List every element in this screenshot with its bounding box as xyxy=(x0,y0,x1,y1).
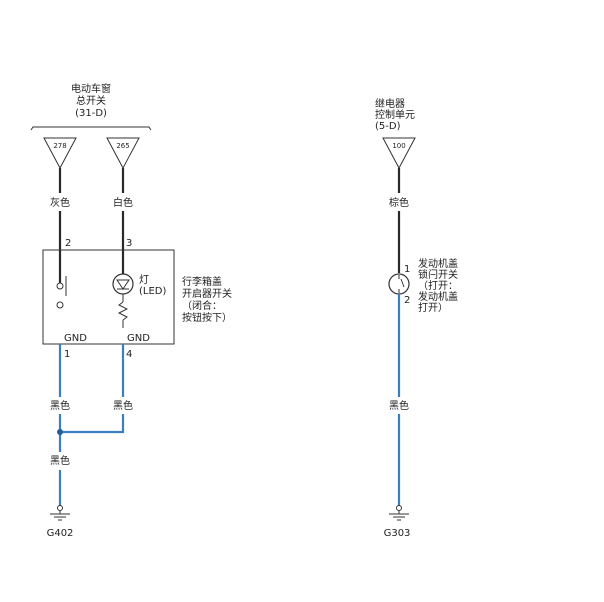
hood-switch-label-line4: 发动机盖 xyxy=(418,290,458,303)
switch-contact-upper xyxy=(56,282,64,290)
wire-color-brown: 棕色 xyxy=(389,196,409,209)
connector-265-icon xyxy=(106,137,140,170)
wire-black-right-junction xyxy=(60,414,125,434)
wire-color-black-merged: 黑色 xyxy=(50,454,70,467)
trunk-opener-switch-box xyxy=(42,249,175,345)
right-source-label-line1: 继电器 xyxy=(375,97,405,110)
connector-100-icon xyxy=(382,137,416,170)
switch-contact-lower xyxy=(56,301,64,309)
right-source-label-line3: (5-D) xyxy=(375,121,401,132)
left-source-label-line1: 电动车窗 xyxy=(71,82,111,95)
connector-265-label: 265 xyxy=(116,142,129,150)
right-circuit: 继电器 控制单元 (5-D) 100 棕色 1 2 发动机盖 锁闩开关 （打开：… xyxy=(375,97,458,539)
hood-switch-label-line5: 打开） xyxy=(418,301,448,314)
led-lamp-icon xyxy=(112,273,134,295)
lamp-label-line2: (LED) xyxy=(139,286,166,297)
led-diode-symbol xyxy=(116,279,130,290)
ground-terminal-g303 xyxy=(396,505,402,511)
splice-point xyxy=(57,429,63,435)
hood-switch-pin-2: 2 xyxy=(404,295,410,306)
gnd-label-left: GND xyxy=(64,333,87,344)
hood-switch-label-line2: 锁闩开关 xyxy=(418,268,458,281)
connector-278-icon xyxy=(43,137,77,170)
wire-color-black-right-circuit: 黑色 xyxy=(389,399,409,412)
ground-label-g303: G303 xyxy=(384,528,411,539)
pin-2-label: 2 xyxy=(65,238,71,249)
right-source-label-line2: 控制单元 xyxy=(375,108,415,121)
pin-1-label: 1 xyxy=(64,349,70,360)
left-source-label-line2: 总开关 xyxy=(76,94,106,107)
resistor-symbol xyxy=(117,301,129,321)
connector-100-label: 100 xyxy=(392,142,405,150)
hood-switch-pin-1: 1 xyxy=(404,264,410,275)
pin-4-label: 4 xyxy=(126,349,132,360)
gnd-label-right: GND xyxy=(127,333,150,344)
left-source-brace xyxy=(30,126,152,131)
trunk-switch-label-line1: 行李箱盖 xyxy=(182,275,222,288)
hood-switch-label-line3: （打开： xyxy=(418,279,458,292)
wire-color-black-left: 黑色 xyxy=(50,399,70,412)
ground-terminal-g402 xyxy=(57,505,63,511)
ground-label-g402: G402 xyxy=(47,528,74,539)
lamp-label-line1: 灯 xyxy=(139,274,149,286)
left-source-label-line3: (31-D) xyxy=(75,108,107,119)
trunk-switch-label-line3: （闭合： xyxy=(182,299,222,312)
wire-color-gray: 灰色 xyxy=(50,196,70,209)
wire-color-white: 白色 xyxy=(113,196,133,209)
hood-switch-label-line1: 发动机盖 xyxy=(418,257,458,270)
hood-switch-lever xyxy=(400,278,405,288)
trunk-switch-label-line2: 开启器开关 xyxy=(182,287,232,300)
wire-color-black-right: 黑色 xyxy=(113,399,133,412)
connector-278-label: 278 xyxy=(53,142,66,150)
pin-3-label: 3 xyxy=(126,238,132,249)
left-circuit: 电动车窗 总开关 (31-D) 278 265 灰色 白色 2 3 灯 xyxy=(30,82,232,539)
trunk-switch-label-line4: 按钮按下） xyxy=(182,311,232,324)
